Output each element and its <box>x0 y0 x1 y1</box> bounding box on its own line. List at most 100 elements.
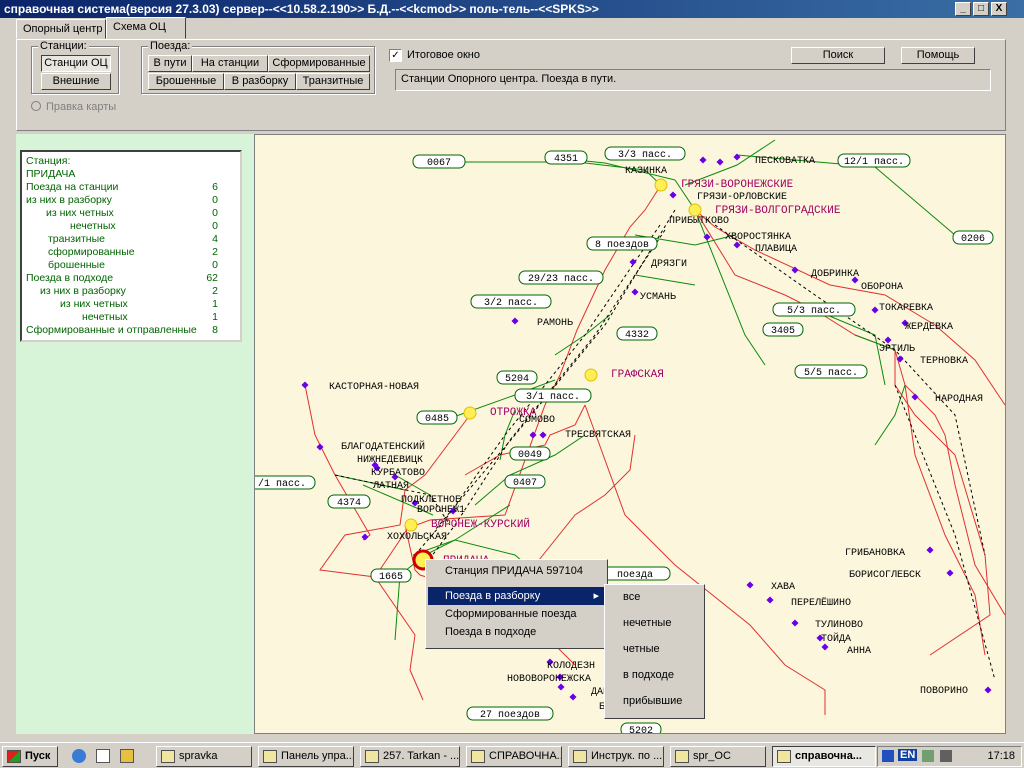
station-marker[interactable] <box>896 355 904 363</box>
station-marker[interactable] <box>703 233 711 241</box>
maximize-button[interactable]: □ <box>973 2 989 16</box>
major-station-marker[interactable] <box>404 518 418 532</box>
train-label[interactable]: 4351 <box>544 150 588 165</box>
speaker-icon[interactable] <box>940 750 952 762</box>
trains-formed-button[interactable]: Сформированные <box>268 55 370 72</box>
train-label[interactable]: 0485 <box>416 410 458 425</box>
tab-oc-scheme[interactable]: Схема ОЦ <box>106 17 186 39</box>
station-marker[interactable] <box>391 473 399 481</box>
train-label[interactable]: 5204 <box>496 370 538 385</box>
tab-support-center[interactable]: Опорный центр <box>16 19 106 39</box>
submenu-all[interactable]: все <box>623 591 641 603</box>
submenu-arrived[interactable]: прибывшие <box>623 695 683 707</box>
ie-icon[interactable] <box>72 749 86 763</box>
train-label[interactable]: 4374 <box>327 494 371 509</box>
language-indicator[interactable]: EN <box>898 749 918 761</box>
submenu-approaching[interactable]: в подходе <box>623 669 674 681</box>
train-label[interactable]: 3405 <box>762 322 804 337</box>
menu-formed-trains[interactable]: Сформированные поезда <box>445 608 577 620</box>
station-marker[interactable] <box>746 581 754 589</box>
train-label[interactable]: /1 пасс. <box>255 475 316 490</box>
quick-launch-icon[interactable] <box>120 749 134 763</box>
task-instruction-doc[interactable]: Инструк. по ... <box>568 746 664 767</box>
station-marker[interactable] <box>511 317 519 325</box>
tray-app-icon[interactable] <box>882 750 894 762</box>
station-marker[interactable] <box>529 431 537 439</box>
station-marker[interactable] <box>816 634 824 642</box>
major-station-marker[interactable] <box>654 178 668 192</box>
station-marker[interactable] <box>669 191 677 199</box>
map-edit-radio[interactable] <box>31 101 41 111</box>
station-marker[interactable] <box>569 693 577 701</box>
minimize-button[interactable]: _ <box>955 2 971 16</box>
menu-station-info[interactable]: Станция ПРИДАЧА 597104 <box>445 565 584 577</box>
train-label[interactable]: 1665 <box>370 568 412 583</box>
station-marker[interactable] <box>411 499 419 507</box>
station-marker[interactable] <box>699 156 707 164</box>
train-label[interactable]: 5/5 пасс. <box>794 364 868 379</box>
station-marker[interactable] <box>546 658 554 666</box>
train-label[interactable]: 8 поездов <box>586 236 658 251</box>
station-marker[interactable] <box>871 306 879 314</box>
train-label[interactable]: 3/3 пасс. <box>604 146 686 161</box>
trains-transit-button[interactable]: Транзитные <box>296 73 370 90</box>
help-button[interactable]: Помощь <box>901 47 975 64</box>
total-window-checkbox[interactable]: ✓ <box>389 49 402 62</box>
menu-trains-disassembly[interactable]: Поезда в разборку ▸ <box>428 587 605 605</box>
close-button[interactable]: X <box>991 2 1007 16</box>
submenu-odd[interactable]: нечетные <box>623 617 672 629</box>
task-spr-oc[interactable]: spr_OC <box>670 746 766 767</box>
station-marker[interactable] <box>631 288 639 296</box>
station-marker[interactable] <box>733 153 741 161</box>
station-marker[interactable] <box>556 673 564 681</box>
trains-disassembly-button[interactable]: В разборку <box>224 73 296 90</box>
train-label[interactable]: 5/3 пасс. <box>772 302 856 317</box>
train-label[interactable]: 0049 <box>509 446 551 461</box>
trains-en-route-button[interactable]: В пути <box>148 55 192 72</box>
station-marker[interactable] <box>821 643 829 651</box>
search-button[interactable]: Поиск <box>791 47 885 64</box>
station-marker[interactable] <box>373 464 381 472</box>
major-station-marker[interactable] <box>688 203 702 217</box>
task-control-panel[interactable]: Панель упра... <box>258 746 354 767</box>
train-label[interactable]: 27 поездов <box>466 706 554 721</box>
station-marker[interactable] <box>361 533 369 541</box>
station-marker[interactable] <box>926 546 934 554</box>
station-marker[interactable] <box>449 507 457 515</box>
train-label[interactable]: 0067 <box>412 154 466 169</box>
side-scrollbar[interactable] <box>1006 18 1024 742</box>
station-marker[interactable] <box>851 276 859 284</box>
station-marker[interactable] <box>911 393 919 401</box>
station-marker[interactable] <box>946 569 954 577</box>
train-label[interactable]: поезда <box>599 566 671 581</box>
outlook-icon[interactable] <box>96 749 110 763</box>
station-marker[interactable] <box>539 431 547 439</box>
trains-at-station-button[interactable]: На станции <box>192 55 268 72</box>
external-stations-button[interactable]: Внешние <box>41 73 111 90</box>
train-label[interactable]: 12/1 пасс. <box>837 153 911 168</box>
station-marker[interactable] <box>557 683 565 691</box>
major-station-marker[interactable] <box>584 368 598 382</box>
train-label[interactable]: 0407 <box>504 474 546 489</box>
station-marker[interactable] <box>301 381 309 389</box>
task-spravochna-folder[interactable]: СПРАВОЧНА... <box>466 746 562 767</box>
train-label[interactable]: 29/23 пасс. <box>518 270 604 285</box>
station-marker[interactable] <box>791 266 799 274</box>
train-label[interactable]: 4332 <box>616 326 658 341</box>
submenu-even[interactable]: четные <box>623 643 660 655</box>
station-marker[interactable] <box>316 443 324 451</box>
task-winamp[interactable]: 257. Tarkan - ... <box>360 746 460 767</box>
station-marker[interactable] <box>984 686 992 694</box>
station-marker[interactable] <box>791 619 799 627</box>
train-label[interactable]: 3/2 пасс. <box>470 294 552 309</box>
trains-abandoned-button[interactable]: Брошенные <box>148 73 224 90</box>
train-label[interactable]: 0206 <box>952 230 994 245</box>
station-marker[interactable] <box>629 258 637 266</box>
task-spravka[interactable]: spravka <box>156 746 252 767</box>
menu-approaching-trains[interactable]: Поезда в подходе <box>445 626 537 638</box>
train-label[interactable]: 5202 <box>620 722 662 734</box>
task-spravochna-app[interactable]: справочна... <box>772 746 876 767</box>
network-icon[interactable] <box>922 750 934 762</box>
start-button[interactable]: Пуск <box>2 746 58 767</box>
train-label[interactable]: 3/1 пасс. <box>514 388 592 403</box>
